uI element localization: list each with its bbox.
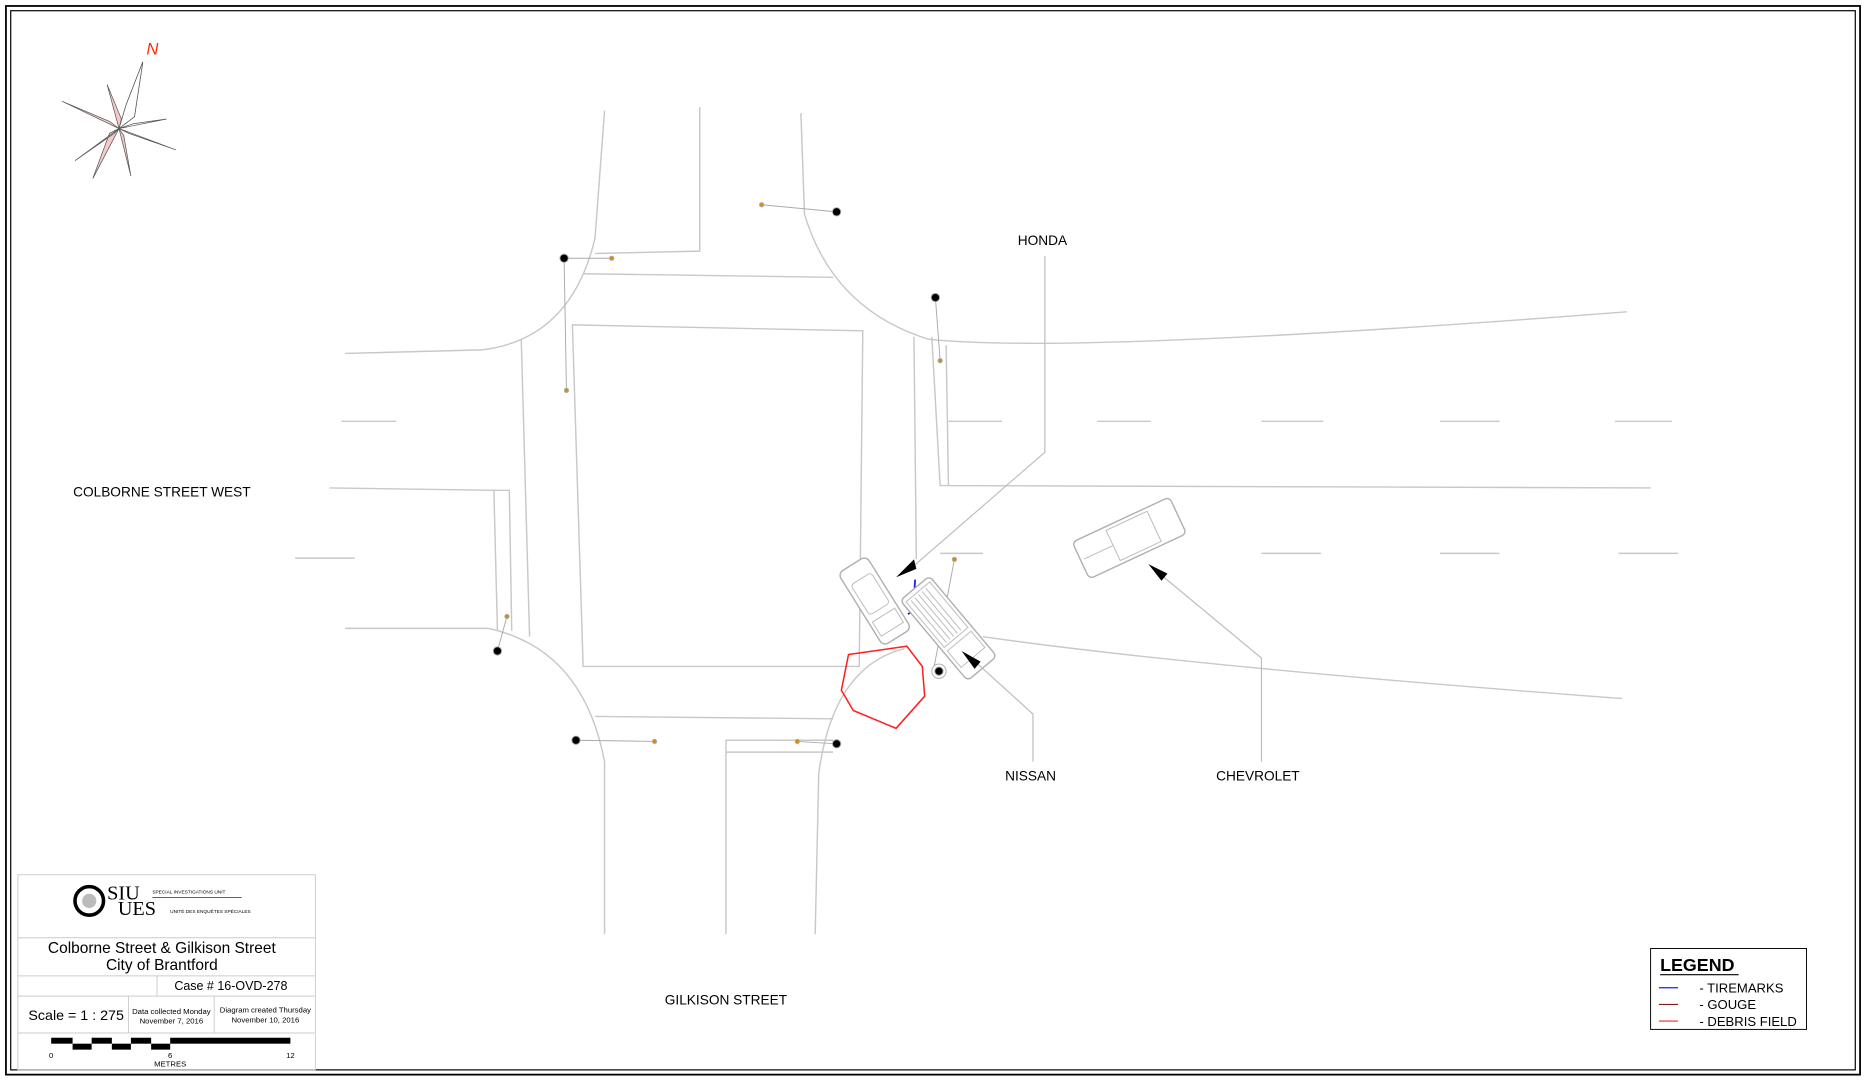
north-label: N: [146, 40, 159, 59]
chevrolet-label: CHEVROLET: [1216, 769, 1300, 784]
colborne-street-label: COLBORNE STREET WEST: [73, 484, 251, 499]
diagram-created-2: November 10, 2016: [231, 1015, 299, 1024]
svg-text:SIU: SIU: [107, 883, 140, 905]
scale-tick-12: 12: [286, 1051, 295, 1060]
legend-item-debris-field: - DEBRIS FIELD: [1699, 1014, 1796, 1029]
scale-ratio: Scale = 1 : 275: [28, 1008, 124, 1024]
honda-label: HONDA: [1018, 233, 1068, 248]
inner-frame: [10, 10, 1856, 1071]
scale-bar: [51, 1037, 291, 1050]
siu-logo: SIU UES SPECIAL INVESTIGATIONS UNIT UNIT…: [73, 883, 251, 920]
data-collected-2: November 7, 2016: [140, 1016, 204, 1025]
title-block: [17, 874, 316, 1071]
svg-text:UES: UES: [118, 898, 156, 920]
gilkison-street-label: GILKISON STREET: [665, 992, 788, 1007]
scale-tick-6: 6: [168, 1051, 172, 1060]
location-line2: City of Brantford: [106, 957, 218, 974]
honda-vehicle: [839, 557, 910, 645]
debris-field: [840, 645, 926, 730]
scale-unit: METRES: [154, 1059, 186, 1068]
legend-title: LEGEND: [1660, 955, 1734, 975]
nissan-label: NISSAN: [1005, 769, 1056, 784]
utility-poles: [492, 202, 958, 749]
road-edges: [295, 107, 1678, 935]
legend: LEGEND - TIREMARKS - GOUGE - DEBRIS FIEL…: [1650, 948, 1807, 1030]
svg-text:SPECIAL INVESTIGATIONS UNIT: SPECIAL INVESTIGATIONS UNIT: [152, 890, 225, 896]
chevrolet-vehicle: [1073, 497, 1186, 579]
compass-rose-icon: [61, 61, 177, 179]
svg-text:UNITÉ DES ENQUÊTES SPÉCIALES: UNITÉ DES ENQUÊTES SPÉCIALES: [170, 907, 251, 915]
vehicle-leaders: [896, 255, 1263, 762]
diagram-created-1: Diagram created Thursday: [220, 1006, 311, 1015]
location-line1: Colborne Street & Gilkison Street: [48, 940, 277, 957]
outer-frame: [5, 5, 1861, 1076]
legend-item-tiremarks: - TIREMARKS: [1699, 981, 1783, 996]
scale-tick-0: 0: [49, 1051, 53, 1060]
case-number: Case # 16-OVD-278: [174, 979, 287, 993]
legend-item-gouge: - GOUGE: [1699, 997, 1756, 1012]
data-collected-1: Data collected Monday: [132, 1007, 211, 1016]
